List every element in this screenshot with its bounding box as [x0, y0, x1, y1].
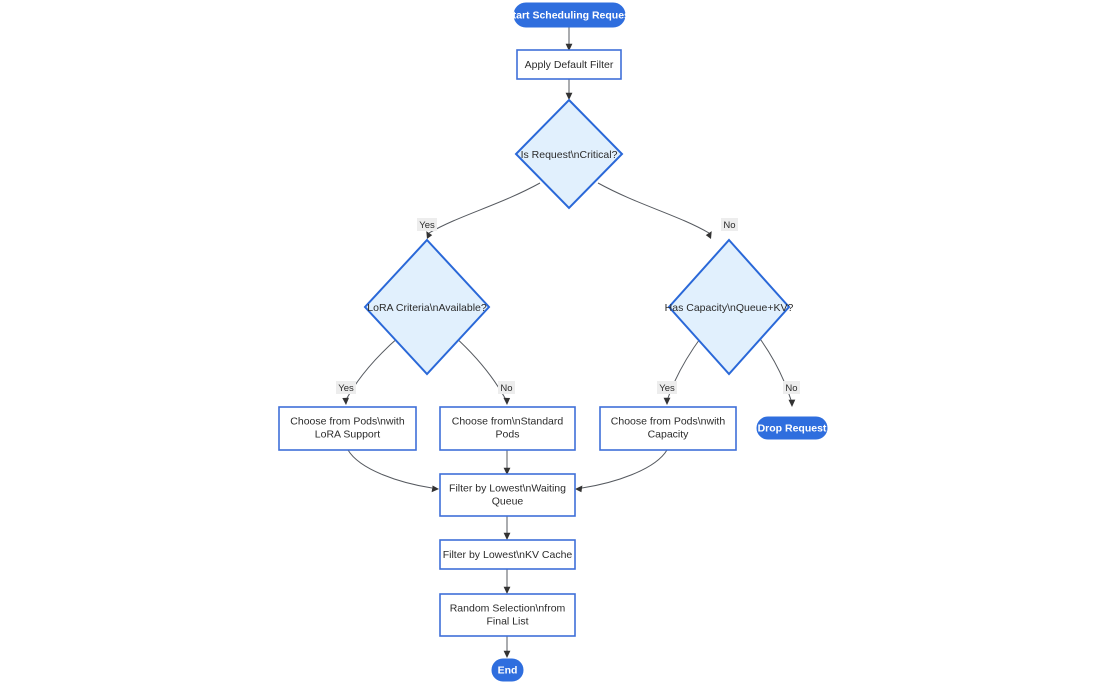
- edge-capacity-pods-to-waiting: [581, 449, 668, 489]
- edge-label-bg: [783, 381, 800, 394]
- edge-label-lora-yes: Yes: [336, 381, 356, 394]
- node-label-choose-capacity-pods-line2: Capacity: [648, 428, 690, 440]
- arrowhead-waiting-left: [431, 485, 439, 493]
- node-apply-default-filter[interactable]: Apply Default Filter: [516, 49, 622, 80]
- node-label-random-selection-line2: Final List: [486, 615, 528, 627]
- edge-label-bg: [336, 381, 356, 394]
- edge-label-text: Yes: [659, 383, 675, 394]
- node-filter-kv-cache[interactable]: Filter by Lowest\nKV Cache: [439, 539, 576, 570]
- edge-label-text: Yes: [419, 220, 435, 231]
- edge-label-bg: [417, 218, 437, 231]
- node-label-start: Start Scheduling Request: [506, 9, 634, 21]
- arrowhead-apply-filter: [565, 43, 573, 51]
- node-label-choose-lora-pods-line1: Choose from Pods\nwith: [290, 415, 405, 427]
- node-random-selection[interactable]: Random Selection\nfrom Final List: [439, 593, 576, 637]
- arrowhead-critical: [565, 92, 573, 100]
- node-shape-rect[interactable]: [516, 49, 622, 80]
- arrowhead-choose-capacity: [663, 397, 671, 405]
- node-shape-diamond[interactable]: [514, 98, 624, 210]
- arrowhead-waiting-center: [503, 467, 511, 475]
- node-end[interactable]: End: [491, 658, 524, 682]
- node-label-choose-standard-pods-line1: Choose from\nStandard: [452, 415, 564, 427]
- node-label-has-capacity: Has Capacity\nQueue+KV?: [665, 302, 794, 314]
- edge-label-capacity-no: No: [783, 381, 800, 394]
- node-shape-rect[interactable]: [439, 406, 576, 451]
- edge-label-text: Yes: [338, 383, 354, 394]
- edge-critical-yes: [428, 182, 541, 234]
- edge-label-bg: [498, 381, 515, 394]
- node-label-choose-capacity-pods-line1: Choose from Pods\nwith: [611, 415, 726, 427]
- node-shape-diamond[interactable]: [363, 238, 491, 376]
- arrowhead-waiting-right: [575, 485, 583, 493]
- node-shape-rect[interactable]: [599, 406, 737, 451]
- edge-lora-pods-to-waiting: [347, 449, 433, 489]
- edge-label-bg: [721, 218, 738, 231]
- node-label-filter-kv-cache: Filter by Lowest\nKV Cache: [443, 549, 573, 561]
- arrowhead-lora-criteria: [426, 231, 433, 239]
- edge-label-text: No: [500, 383, 512, 394]
- node-filter-waiting-queue[interactable]: Filter by Lowest\nWaiting Queue: [439, 473, 576, 517]
- node-shape-rect[interactable]: [439, 539, 576, 570]
- arrowhead-kv-cache: [503, 532, 511, 540]
- edge-label-lora-no: No: [498, 381, 515, 394]
- node-layer: Start Scheduling Request Apply Default F…: [278, 2, 828, 682]
- edge-label-text: No: [723, 220, 735, 231]
- arrowhead-has-capacity: [705, 231, 712, 239]
- node-label-filter-waiting-queue-line2: Queue: [492, 495, 524, 507]
- arrowhead-end: [503, 650, 511, 658]
- node-shape-pill[interactable]: [491, 658, 524, 682]
- node-label-drop-request: Drop Request: [758, 422, 827, 434]
- edge-label-capacity-yes: Yes: [657, 381, 677, 394]
- edge-critical-no: [597, 182, 710, 234]
- node-shape-diamond[interactable]: [667, 238, 791, 376]
- node-shape-rect[interactable]: [439, 593, 576, 637]
- node-shape-rect[interactable]: [278, 406, 417, 451]
- node-shape-rect[interactable]: [439, 473, 576, 517]
- node-choose-capacity-pods[interactable]: Choose from Pods\nwith Capacity: [599, 406, 737, 451]
- arrowhead-choose-lora: [342, 397, 349, 405]
- node-lora-criteria-available[interactable]: LoRA Criteria\nAvailable?: [363, 238, 491, 376]
- node-choose-standard-pods[interactable]: Choose from\nStandard Pods: [439, 406, 576, 451]
- arrowhead-drop-request: [788, 399, 796, 407]
- arrowhead-choose-standard: [503, 397, 511, 405]
- edge-label-critical-yes: Yes: [417, 218, 437, 231]
- node-label-choose-standard-pods-line2: Pods: [496, 428, 520, 440]
- edge-lora-no: [453, 335, 506, 399]
- node-label-end: End: [498, 664, 518, 676]
- arrowhead-random-selection: [503, 586, 511, 594]
- node-label-is-request-critical: Is Request\nCritical?: [521, 149, 618, 161]
- edge-label-bg: [657, 381, 677, 394]
- node-start[interactable]: Start Scheduling Request: [506, 2, 634, 28]
- node-drop-request[interactable]: Drop Request: [756, 416, 828, 440]
- node-label-filter-waiting-queue-line1: Filter by Lowest\nWaiting: [449, 482, 566, 494]
- node-label-choose-lora-pods-line2: LoRA Support: [315, 428, 380, 440]
- node-label-lora-criteria-available: LoRA Criteria\nAvailable?: [367, 302, 487, 314]
- node-shape-pill[interactable]: [513, 2, 626, 28]
- node-label-random-selection-line1: Random Selection\nfrom: [450, 602, 566, 614]
- edge-label-layer: Yes No Yes No Yes No: [336, 218, 800, 394]
- node-has-capacity[interactable]: Has Capacity\nQueue+KV?: [665, 238, 794, 376]
- node-is-request-critical[interactable]: Is Request\nCritical?: [514, 98, 624, 210]
- node-shape-pill[interactable]: [756, 416, 828, 440]
- node-label-apply-default-filter: Apply Default Filter: [525, 59, 614, 71]
- node-choose-lora-pods[interactable]: Choose from Pods\nwith LoRA Support: [278, 406, 417, 451]
- edge-label-critical-no: No: [721, 218, 738, 231]
- edge-label-text: No: [785, 383, 797, 394]
